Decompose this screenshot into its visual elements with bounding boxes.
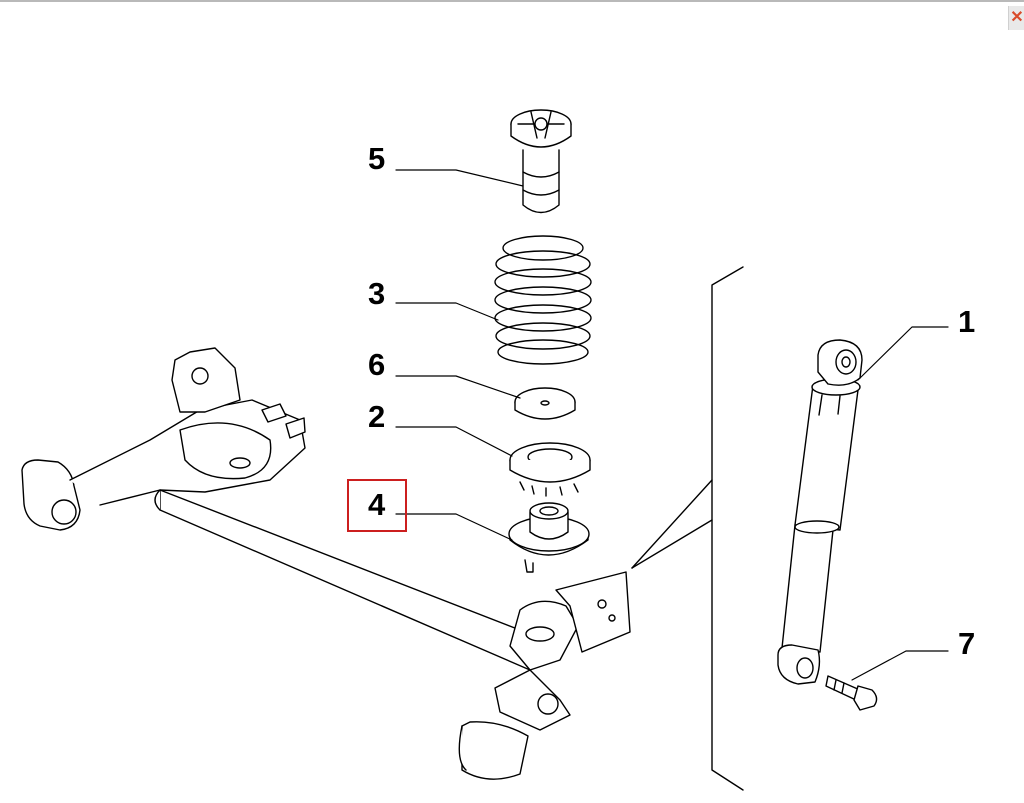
- leader-line-2: [395, 426, 513, 457]
- close-icon: ✕: [1010, 9, 1024, 26]
- leader-line-3: [395, 302, 499, 321]
- selected-callout-highlight: [347, 479, 407, 532]
- callout-2[interactable]: 2: [368, 399, 386, 434]
- part-1-shock-absorber: [777, 339, 863, 685]
- close-button[interactable]: ✕: [1008, 6, 1024, 30]
- leader-lines: [395, 169, 949, 681]
- leader-line-5: [395, 169, 524, 187]
- part-2-spring-seat: [509, 442, 591, 497]
- rear-axle-beam: [21, 347, 631, 780]
- part-6-spring-pad: [514, 387, 576, 420]
- callout-4[interactable]: 4: [368, 487, 386, 522]
- callout-6[interactable]: 6: [368, 347, 386, 382]
- leader-line-1: [857, 326, 949, 381]
- assembly-bracket: [631, 266, 744, 791]
- leader-line-6: [395, 375, 521, 399]
- leader-line-4: [395, 513, 513, 541]
- top-border: [0, 0, 1024, 2]
- callout-5[interactable]: 5: [368, 141, 386, 176]
- leader-line-7: [851, 650, 949, 681]
- part-3-coil-spring: [494, 235, 592, 365]
- callout-3[interactable]: 3: [368, 276, 386, 311]
- callout-7[interactable]: 7: [958, 626, 976, 661]
- part-7-bolt: [825, 675, 878, 711]
- part-4-mounting-plate: [508, 502, 590, 573]
- callout-1[interactable]: 1: [958, 304, 976, 339]
- part-5-bump-stop: [510, 109, 572, 214]
